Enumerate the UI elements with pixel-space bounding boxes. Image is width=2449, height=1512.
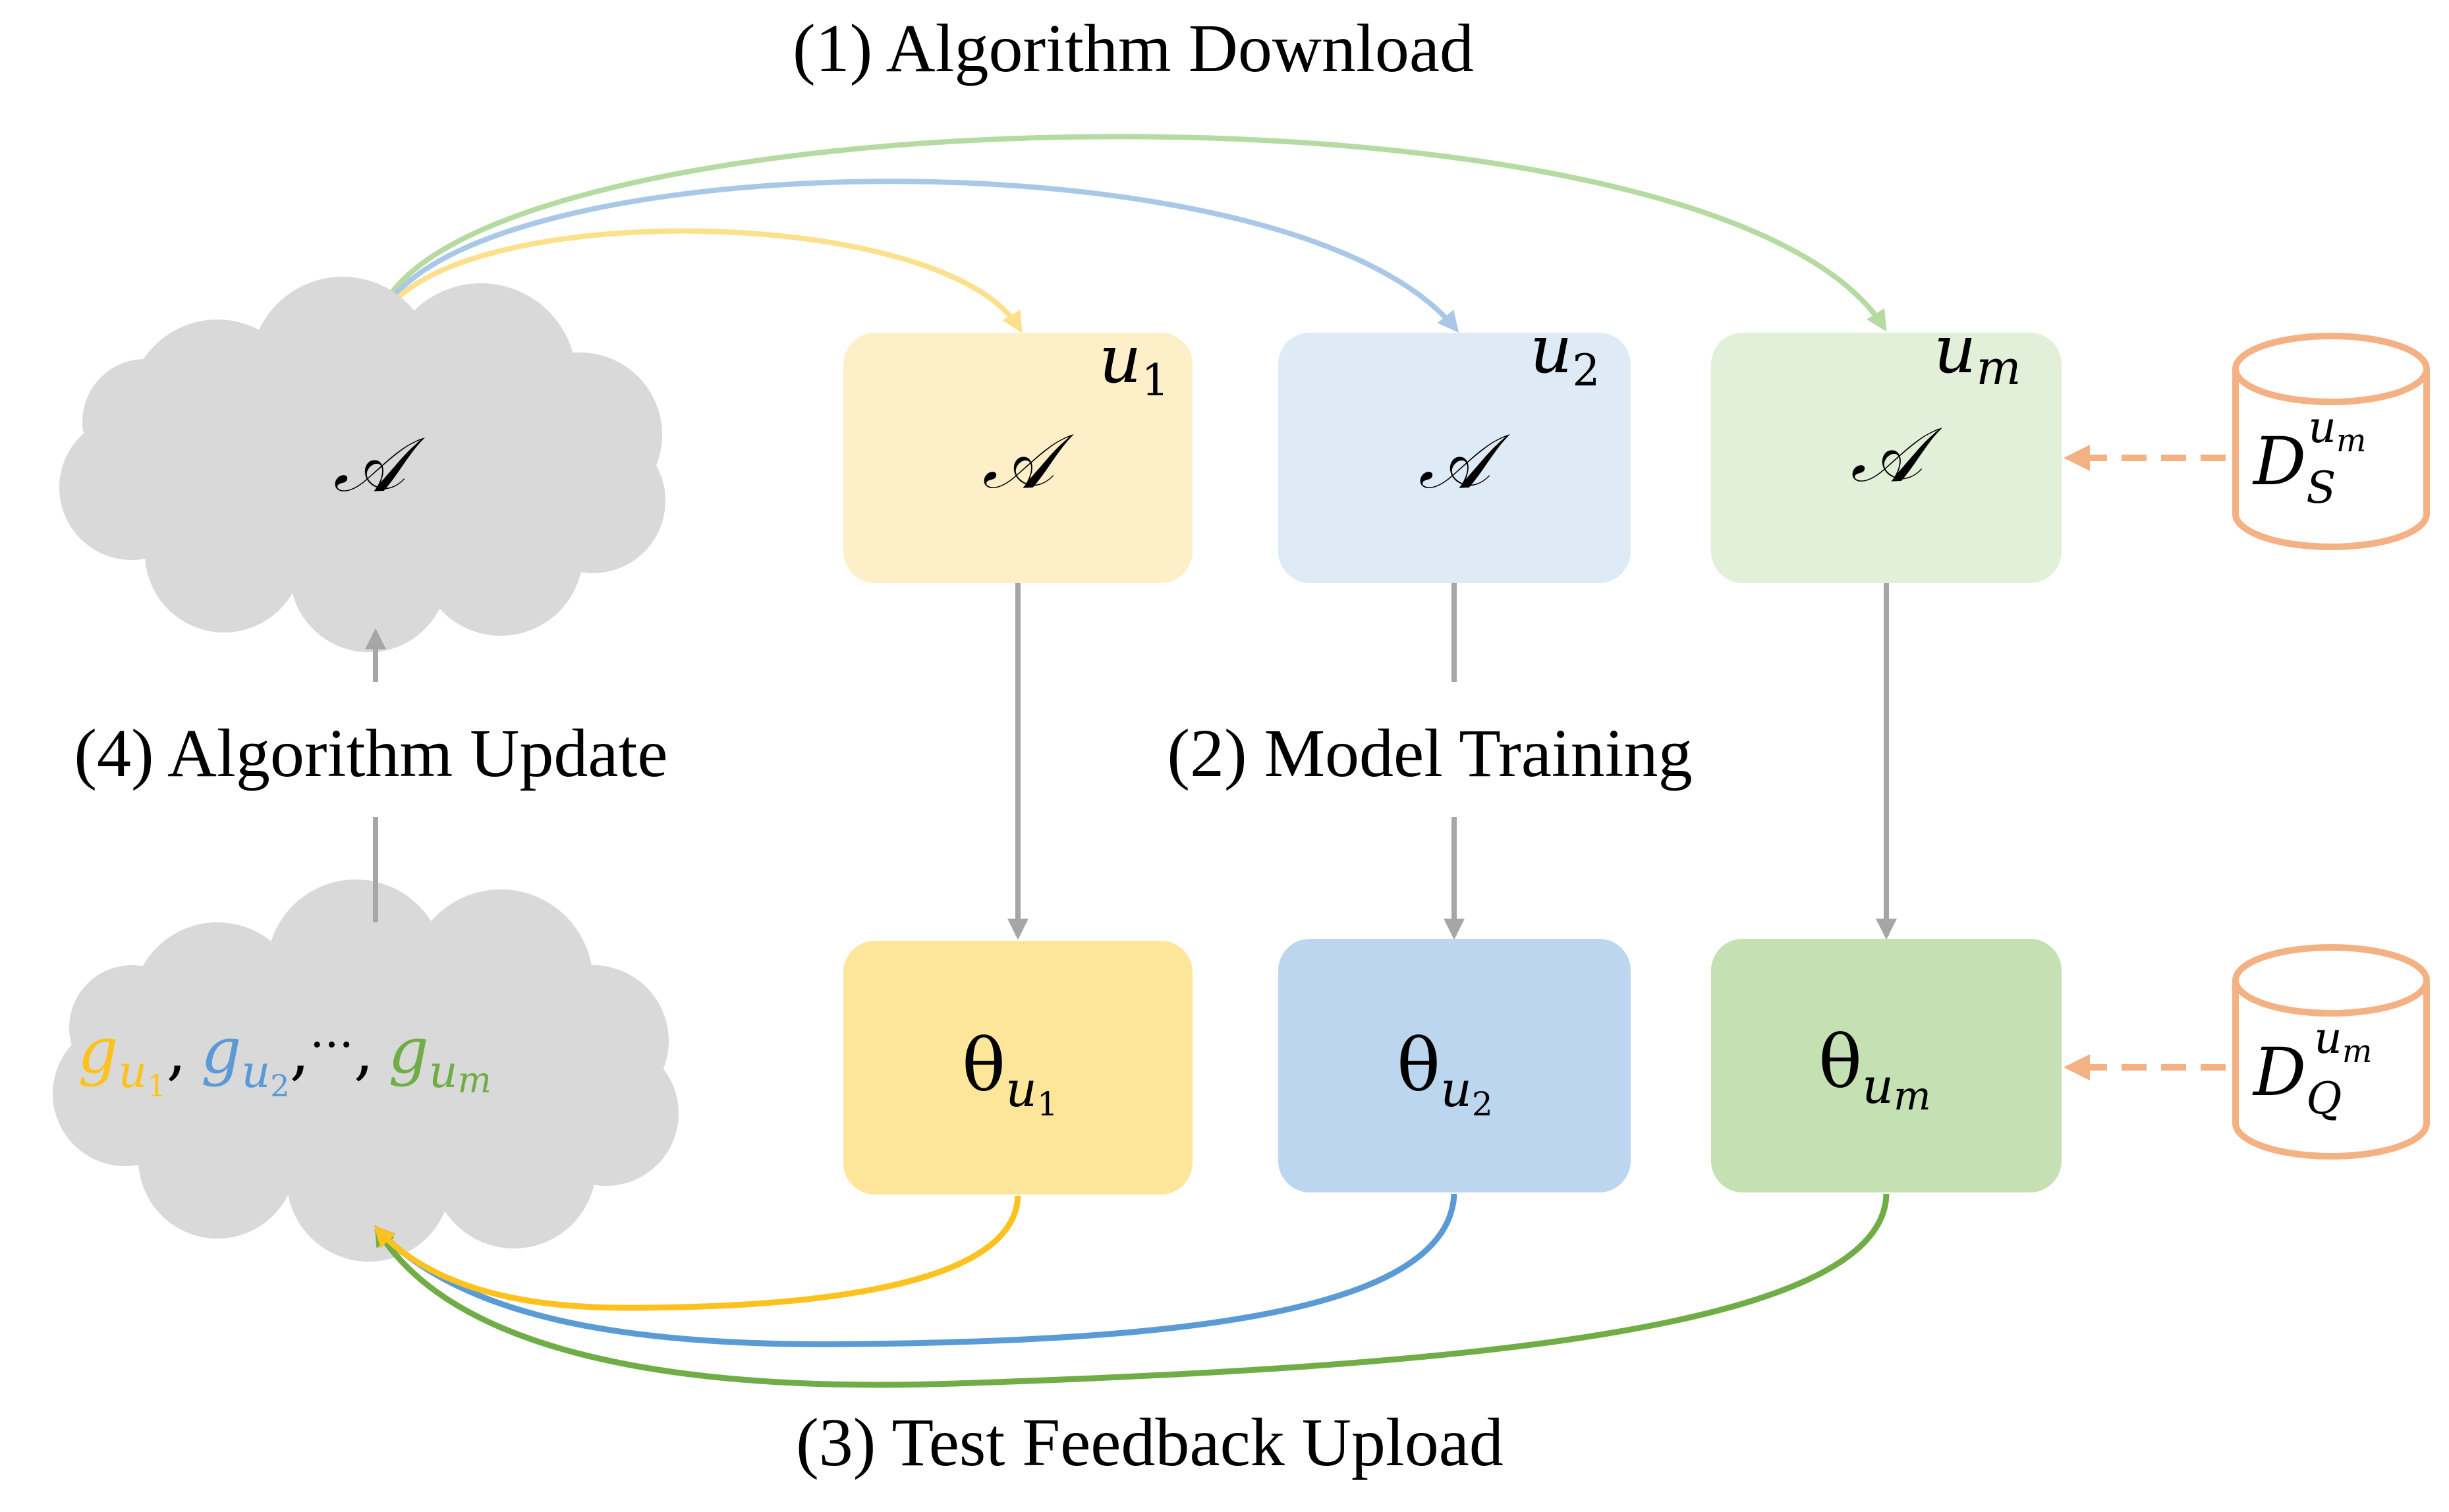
gradient-u1-u: u bbox=[118, 1046, 147, 1098]
gradient-u2-u: u bbox=[242, 1046, 271, 1098]
dataset-support-cylinder: DSum bbox=[2232, 333, 2430, 550]
feedback-cloud: gu1,gu2,···,gum bbox=[53, 880, 679, 1262]
dataset-query-label: DQum bbox=[2252, 1013, 2372, 1124]
gradient-comma-1: , bbox=[167, 1014, 187, 1088]
feedback-arrow-um bbox=[374, 1193, 1890, 1388]
gradient-u2-g: g bbox=[201, 1014, 241, 1088]
gradient-u2-sub: 2 bbox=[270, 1068, 289, 1104]
algorithm-cloud: 𝒜 bbox=[59, 277, 665, 652]
dataset-query-cylinder: DQum bbox=[2232, 944, 2430, 1160]
download-arrow-blue bbox=[373, 179, 1459, 333]
download-arrow-yellow bbox=[373, 228, 1023, 333]
client-u1-label: u1 bbox=[1099, 321, 1169, 406]
client-um-model-box: θum bbox=[1711, 939, 2062, 1192]
client-u1-model-theta: θu1 bbox=[962, 1023, 1058, 1123]
dataset-support-label: DSum bbox=[2252, 402, 2366, 513]
step-update-label: (4) Algorithm Update bbox=[74, 715, 667, 791]
client-um-model-theta: θum bbox=[1818, 1020, 1931, 1119]
gradient-comma-3: , bbox=[354, 1014, 374, 1088]
gradient-u1-g: g bbox=[78, 1014, 118, 1088]
download-arrow-green bbox=[373, 134, 1887, 333]
client-u2-model-theta: θu2 bbox=[1397, 1023, 1493, 1123]
client-u1-algorithm-box: 𝒜 u1 bbox=[843, 321, 1193, 583]
gradient-um-u: u bbox=[429, 1046, 458, 1098]
client-u2-model-box: θu2 bbox=[1278, 939, 1631, 1192]
step-feedback-label: (3) Test Feedback Upload bbox=[796, 1405, 1504, 1480]
client-um-algorithm-box: 𝒜 um bbox=[1711, 311, 2062, 583]
client-u1-model-box: θu1 bbox=[843, 941, 1193, 1194]
client-u2-label: u2 bbox=[1530, 311, 1600, 396]
step-download-label: (1) Algorithm Download bbox=[793, 11, 1474, 86]
feedback-arrow-u1 bbox=[374, 1195, 1021, 1311]
client-um-label: um bbox=[1934, 311, 2021, 395]
gradient-um-g: g bbox=[388, 1014, 428, 1088]
gradient-um-sub: m bbox=[458, 1059, 492, 1101]
step-training-label: (2) Model Training bbox=[1167, 715, 1692, 791]
client-u2-algorithm-box: 𝒜 u2 bbox=[1278, 311, 1631, 583]
feedback-gradients: gu1,gu2,···,gum bbox=[78, 1014, 492, 1104]
feedback-arrow-u2 bbox=[374, 1193, 1457, 1347]
gradient-comma-2: , bbox=[290, 1014, 310, 1088]
gradient-ellipsis: ··· bbox=[310, 1018, 354, 1072]
gradient-u1-sub: 1 bbox=[147, 1068, 166, 1104]
